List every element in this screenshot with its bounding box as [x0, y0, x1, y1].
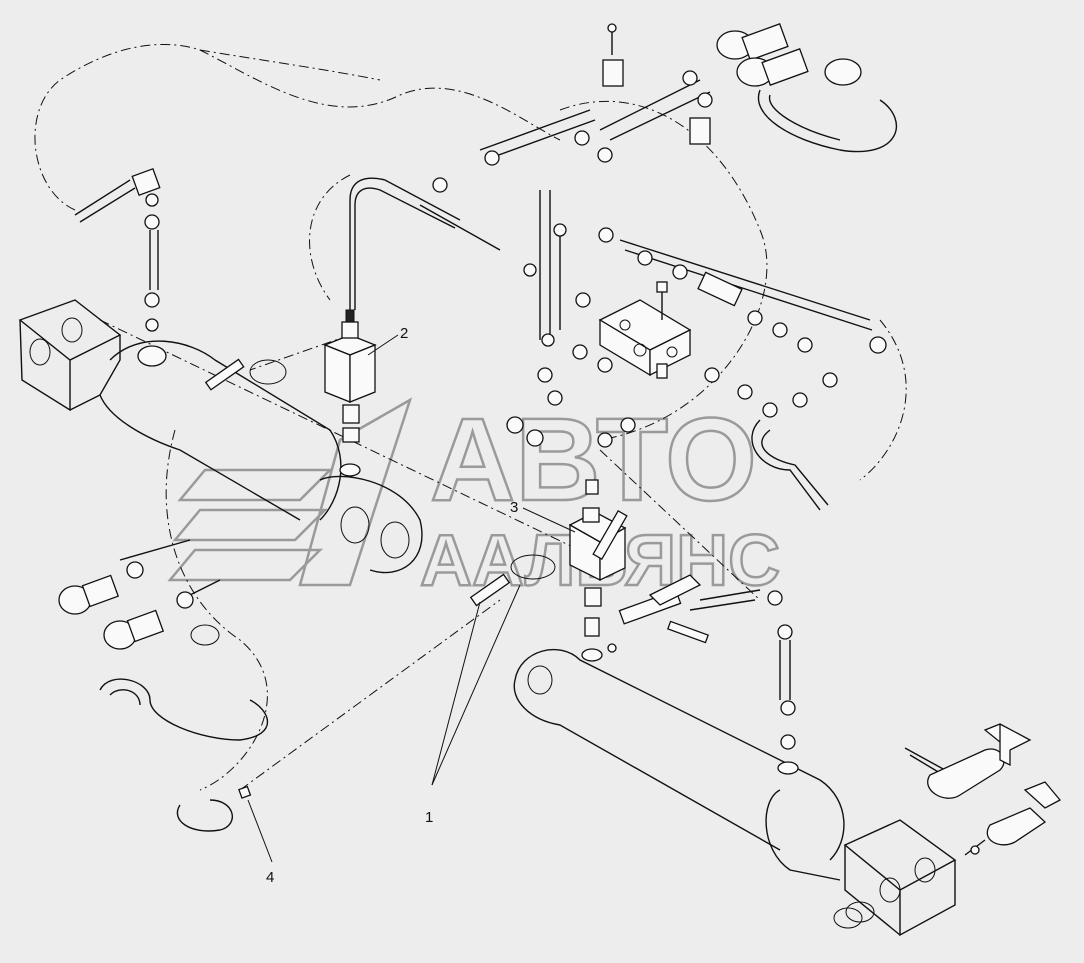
- manifold-block: [598, 281, 692, 379]
- hoses-and-fittings: [58, 23, 887, 775]
- right-hydraulic-cylinder: [513, 649, 957, 937]
- callout-2: 2: [400, 325, 408, 342]
- hose-loops: [34, 43, 907, 791]
- left-hydraulic-cylinder: [18, 299, 423, 574]
- pins-and-brackets: [904, 723, 1062, 856]
- watermark-logo: [167, 397, 413, 587]
- callout-labels: 2 3 1 4: [266, 325, 518, 886]
- valve-2: [204, 309, 377, 477]
- callout-3: 3: [510, 499, 518, 516]
- callout-1: 1: [425, 809, 433, 826]
- watermark-line1: АВТО: [430, 394, 757, 526]
- valve-3: [469, 479, 628, 662]
- callout-leaders: [238, 334, 576, 863]
- dust-caps: [99, 58, 897, 832]
- callout-4: 4: [266, 869, 274, 886]
